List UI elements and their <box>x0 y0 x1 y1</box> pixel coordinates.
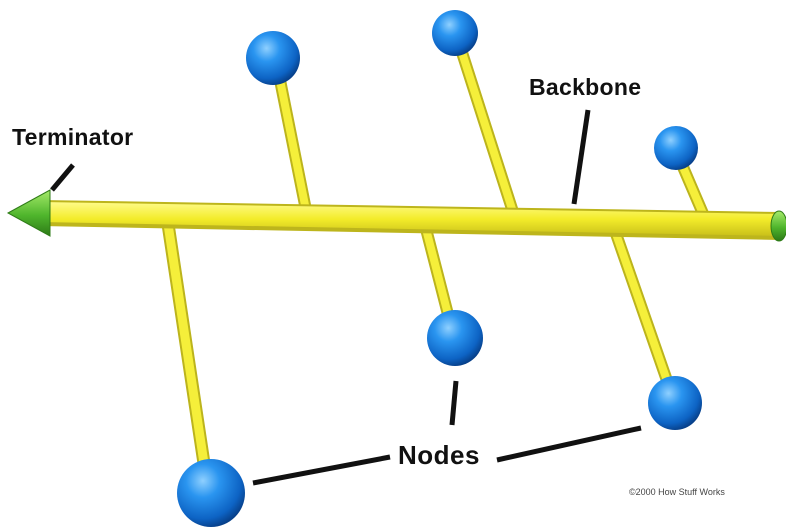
label-pointers <box>50 109 642 486</box>
terminator-label: Terminator <box>12 124 134 150</box>
terminator-left-icon <box>6 189 51 237</box>
nodes-pointer-right <box>496 425 642 463</box>
node-1 <box>246 31 300 85</box>
nodes-pointer-left <box>252 454 391 486</box>
node-3 <box>654 126 698 170</box>
terminator-pointer <box>50 163 75 192</box>
copyright-text: ©2000 How Stuff Works <box>629 487 725 497</box>
backbone-pointer <box>571 109 591 205</box>
node-5 <box>427 310 483 366</box>
drop-cable-1-face <box>274 66 310 214</box>
backbone-label: Backbone <box>529 74 642 100</box>
node-6 <box>648 376 702 430</box>
terminator-right-icon <box>770 210 786 242</box>
node-cables <box>161 34 710 477</box>
nodes-pointer-center <box>449 380 459 426</box>
nodes <box>177 10 702 527</box>
backbone-cable <box>40 200 780 240</box>
node-4 <box>177 459 245 527</box>
drop-cable-6-face <box>610 224 676 399</box>
node-2 <box>432 10 478 56</box>
nodes-label: Nodes <box>398 440 480 470</box>
drop-cable-2-face <box>454 36 517 216</box>
drop-cable-4-face <box>163 219 210 475</box>
drop-cable-3-face <box>676 156 708 220</box>
